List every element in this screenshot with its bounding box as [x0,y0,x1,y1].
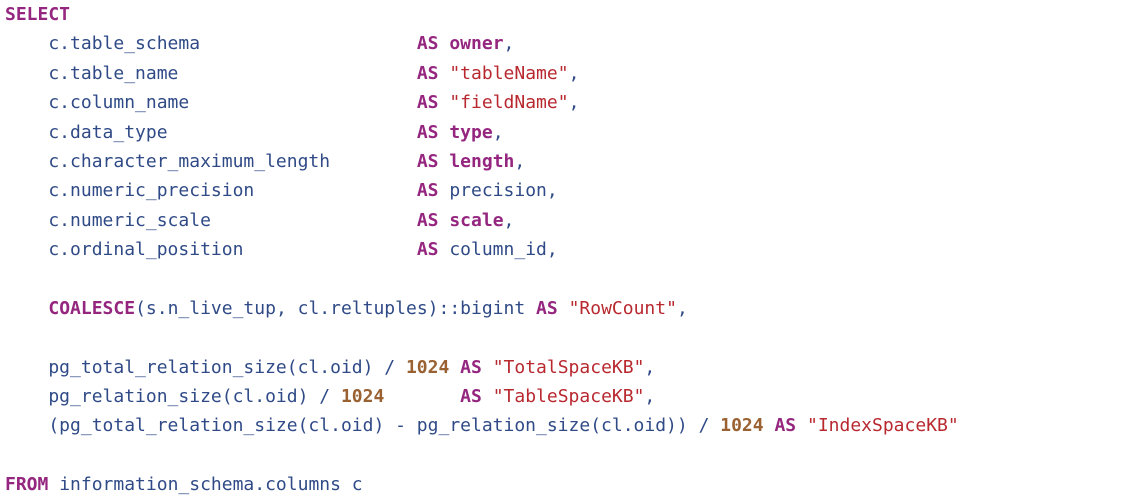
sql-text: , [514,150,526,172]
sql-keyword: AS [416,121,439,143]
sql-text: c.numeric_precision [5,180,417,202]
sql-string-literal: "TableSpaceKB" [492,386,645,408]
code-line: FROM information_schema.columns c [5,470,959,499]
code-line [5,323,959,352]
sql-keyword: AS [416,92,439,114]
code-line: pg_relation_size(cl.oid) / 1024 AS "Tabl… [5,382,959,411]
code-line: c.character_maximum_length AS length, [5,147,959,176]
sql-text [482,357,493,378]
sql-keyword: AS [416,209,439,231]
sql-number-literal: 1024 [720,415,764,437]
sql-text: c.ordinal_position [5,239,417,261]
sql-number-literal: 1024 [340,386,385,408]
sql-keyword: AS [416,150,439,172]
sql-keyword: AS [460,356,482,378]
sql-string-literal: "RowCount" [568,297,677,319]
sql-keyword: FROM [5,474,49,496]
sql-keyword: type [449,121,493,143]
code-line: c.ordinal_position AS column_id, [5,235,959,264]
code-line: SELECT [5,0,959,29]
sql-text: (pg_total_relation_size(cl.oid) - pg_rel… [5,415,721,437]
sql-text: , [503,33,515,55]
sql-keyword: SELECT [5,4,71,25]
sql-text: , [568,92,580,114]
sql-text [5,298,48,319]
sql-text: c.data_type [5,121,417,143]
sql-text: pg_total_relation_size(cl.oid) / [5,356,406,378]
sql-text: , [644,356,656,378]
sql-keyword: AS [774,415,797,437]
sql-text [439,151,450,172]
sql-text: (s.n_live_tup, cl.reltuples)::bigint [135,297,537,319]
code-line: c.column_name AS "fieldName", [5,88,959,117]
sql-text: c.table_name [5,62,417,84]
sql-text [439,63,450,84]
sql-string-literal: "tableName" [449,62,569,84]
sql-text: , [676,297,688,319]
sql-text: , [492,121,504,143]
sql-string-literal: "fieldName" [449,92,569,114]
sql-text: c.numeric_scale [5,209,417,231]
code-line: (pg_total_relation_size(cl.oid) - pg_rel… [5,411,959,440]
sql-keyword: AS [416,239,439,261]
sql-text [439,122,450,143]
sql-keyword: owner [449,33,504,55]
sql-keyword: AS [416,33,439,55]
sql-text: pg_relation_size(cl.oid) / [5,386,341,408]
sql-keyword: AS [416,180,439,202]
sql-keyword: length [449,150,515,172]
sql-text: , [503,209,515,231]
code-line: c.numeric_scale AS scale, [5,206,959,235]
sql-keyword: AS [416,62,439,84]
sql-code-block[interactable]: SELECT c.table_schema AS owner, c.table_… [5,0,959,500]
sql-string-literal: "TotalSpaceKB" [492,356,645,378]
sql-text [439,210,450,231]
sql-keyword: COALESCE [48,297,136,319]
sql-text [482,386,493,407]
sql-text [764,415,775,436]
code-line [5,265,959,294]
sql-text: , [644,386,656,408]
sql-text [439,33,450,54]
sql-text: information_schema.columns c [48,474,363,496]
sql-text [558,298,569,319]
code-line: pg_total_relation_size(cl.oid) / 1024 AS… [5,353,959,382]
sql-text [449,357,460,378]
sql-text: c.table_schema [5,33,417,55]
sql-keyword: scale [449,209,504,231]
sql-number-literal: 1024 [405,356,450,378]
sql-text [796,415,807,436]
sql-text: c.column_name [5,92,417,114]
sql-string-literal: "IndexSpaceKB" [806,415,959,437]
code-line: c.data_type AS type, [5,118,959,147]
sql-text [384,386,460,407]
sql-keyword: AS [460,386,482,408]
code-line: c.table_schema AS owner, [5,29,959,58]
sql-text: column_id, [438,239,558,261]
sql-text: , [568,62,580,84]
code-line: c.numeric_precision AS precision, [5,176,959,205]
sql-text [439,92,450,113]
sql-text: c.character_maximum_length [5,150,417,172]
sql-keyword: AS [536,297,558,319]
sql-text: precision, [438,180,558,202]
code-line: COALESCE(s.n_live_tup, cl.reltuples)::bi… [5,294,959,323]
code-line [5,441,959,470]
code-line: c.table_name AS "tableName", [5,59,959,88]
